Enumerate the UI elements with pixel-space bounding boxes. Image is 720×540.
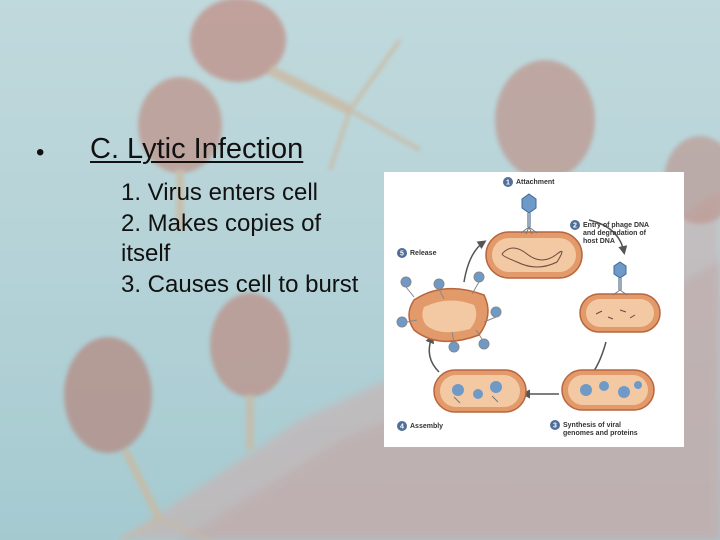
lytic-cycle-diagram: 1 Attachment 2 Entry of phage DNA and de…	[384, 172, 684, 447]
step-number: 1	[506, 180, 510, 187]
svg-text:host DNA: host DNA	[583, 238, 615, 245]
step-label-synthesis: 3 Synthesis of viral genomes and protein…	[550, 420, 638, 437]
svg-text:5: 5	[400, 251, 404, 258]
list-item: 1. Virus enters cell	[121, 179, 318, 206]
bullet-marker: •	[36, 139, 45, 166]
step-label-release: 5 Release	[397, 248, 437, 258]
cell-entry	[579, 261, 661, 333]
step-label-attachment: 1 Attachment	[503, 177, 555, 187]
list-item: 3. Causes cell to burst	[121, 271, 359, 298]
cell-synthesis	[561, 369, 655, 411]
bullet-list: 1. Virus enters cell 2. Makes copies of …	[121, 178, 371, 301]
cycle-arrow	[425, 334, 440, 373]
slide-heading: C. Lytic Infection	[90, 133, 304, 165]
svg-text:and degradation of: and degradation of	[583, 230, 647, 237]
cycle-arrow	[588, 219, 628, 255]
svg-text:Assembly: Assembly	[410, 423, 443, 430]
step-label-entry: 2 Entry of phage DNA and degradation of …	[570, 220, 649, 245]
svg-text:Release: Release	[410, 250, 437, 257]
svg-text:4: 4	[400, 424, 404, 431]
list-item: 2. Makes copies of itself	[121, 210, 322, 267]
cell-assembly	[433, 369, 527, 413]
svg-text:3: 3	[553, 423, 557, 430]
step-text: Attachment	[516, 179, 555, 186]
svg-text:Entry of phage DNA: Entry of phage DNA	[583, 222, 649, 229]
svg-text:2: 2	[573, 223, 577, 230]
svg-text:Synthesis of viral: Synthesis of viral	[563, 422, 621, 429]
cell-release	[396, 271, 502, 353]
svg-text:genomes and proteins: genomes and proteins	[563, 430, 638, 437]
step-label-assembly: 4 Assembly	[397, 421, 443, 431]
cycle-arrow	[463, 240, 487, 283]
cell-attachment	[485, 193, 583, 279]
